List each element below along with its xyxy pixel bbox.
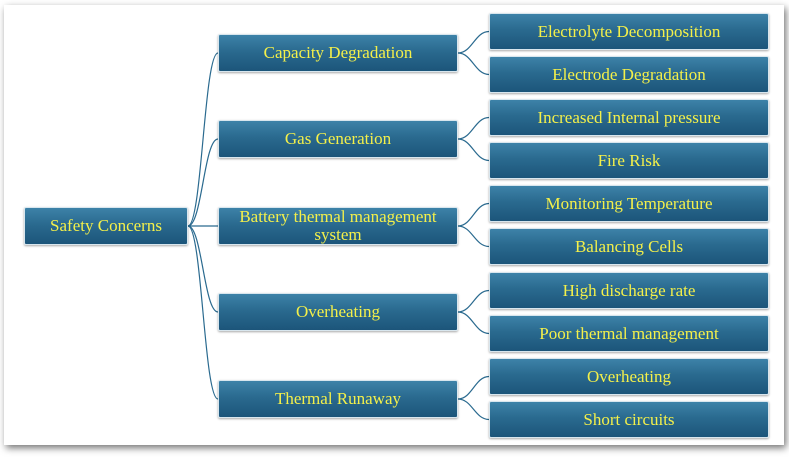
- branch-node-thermal-runaway: Thermal Runaway: [218, 380, 458, 418]
- connector-branch-to-leaf: [457, 202, 490, 227]
- leaf-node-high-discharge-rate: High discharge rate: [489, 272, 769, 309]
- connector-branch-to-leaf: [457, 289, 490, 313]
- leaf-node-monitoring-temperature: Monitoring Temperature: [489, 185, 769, 222]
- leaf-node-increased-internal-pressure: Increased Internal pressure: [489, 99, 769, 136]
- leaf-node-label: Fire Risk: [597, 150, 661, 170]
- leaf-node-label: Monitoring Temperature: [545, 193, 713, 213]
- connector-root-to-branch: [187, 52, 219, 227]
- connector-root-to-branch: [187, 138, 219, 227]
- leaf-node-label: Increased Internal pressure: [537, 107, 721, 127]
- leaf-node-balancing-cells: Balancing Cells: [489, 228, 769, 265]
- leaf-node-electrolyte-decomposition: Electrolyte Decomposition: [489, 13, 769, 50]
- branch-node-capacity-degradation: Capacity Degradation: [218, 34, 458, 72]
- leaf-node-label: Overheating: [586, 366, 672, 386]
- branch-node-label: Capacity Degradation: [263, 43, 413, 62]
- leaf-node-label: Short circuits: [583, 409, 675, 429]
- leaf-node-label: High discharge rate: [562, 280, 696, 300]
- root-node-safety-concerns: Safety Concerns: [24, 207, 188, 245]
- connector-root-to-branch: [187, 225, 219, 400]
- leaf-node-label: Balancing Cells: [574, 236, 684, 256]
- leaf-node-label: Electrode Degradation: [552, 64, 706, 84]
- leaf-node-overheating: Overheating: [489, 358, 769, 395]
- root-node-label: Safety Concerns: [50, 216, 162, 235]
- connector-branch-to-leaf: [457, 375, 490, 400]
- connector-branch-to-leaf: [457, 398, 490, 421]
- leaf-node-label: Electrolyte Decomposition: [537, 21, 721, 41]
- leaf-node-electrode-degradation: Electrode Degradation: [489, 56, 769, 93]
- connector-branch-to-leaf: [457, 311, 490, 335]
- branch-node-battery-thermal-management: Battery thermal management system: [218, 207, 458, 245]
- branch-node-overheating: Overheating: [218, 293, 458, 331]
- connector-branch-to-leaf: [457, 138, 490, 162]
- leaf-node-poor-thermal-management: Poor thermal management: [489, 315, 769, 352]
- leaf-node-label: Poor thermal management: [539, 323, 719, 343]
- connector-branch-to-leaf: [457, 30, 490, 54]
- branch-node-label: Overheating: [295, 302, 381, 321]
- branch-node-gas-generation: Gas Generation: [218, 120, 458, 158]
- connector-branch-to-leaf: [457, 225, 490, 248]
- connector-branch-to-leaf: [457, 52, 490, 76]
- branch-node-label: Battery thermal management system: [239, 207, 437, 244]
- leaf-node-short-circuits: Short circuits: [489, 401, 769, 438]
- connector-root-to-branch: [187, 225, 219, 313]
- branch-node-label: Gas Generation: [284, 129, 392, 148]
- connector-branch-to-leaf: [457, 116, 490, 140]
- branch-node-label: Thermal Runaway: [274, 389, 402, 408]
- leaf-node-fire-risk: Fire Risk: [489, 142, 769, 179]
